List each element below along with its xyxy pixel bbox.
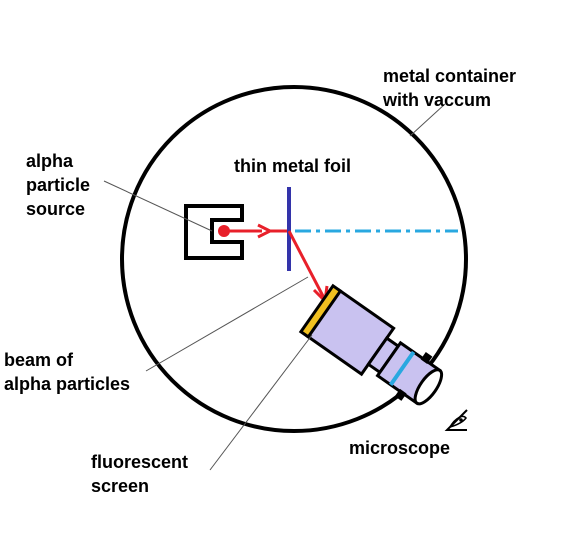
label-microscope: microscope (349, 438, 450, 458)
label-source-line3: source (26, 199, 85, 219)
deflected-beam (287, 230, 326, 299)
leader-beam (145, 276, 309, 372)
leader-container (409, 103, 446, 137)
lens-ring (389, 350, 416, 386)
wall-clamp-top (420, 352, 433, 364)
label-beam-line2: alpha particles (4, 374, 130, 394)
label-container-line1: metal container (383, 66, 516, 86)
eye-icon (444, 409, 468, 431)
microscope-assembly (298, 283, 444, 406)
label-source-line1: alpha (26, 151, 74, 171)
leader-screen (209, 334, 313, 471)
metal-container (120, 85, 468, 433)
label-screen-line2: screen (91, 476, 149, 496)
label-container-line2: with vaccum (382, 90, 491, 110)
leader-source (103, 180, 213, 232)
fluorescent-screen (298, 283, 343, 339)
label-screen-line1: fluorescent (91, 452, 188, 472)
alpha-source-box (184, 204, 244, 260)
label-foil: thin metal foil (234, 156, 351, 176)
eyepiece (413, 368, 444, 406)
wall-clamp-bottom (394, 388, 407, 401)
label-source-line2: particle (26, 175, 90, 195)
label-beam-line1: beam of (4, 350, 74, 370)
